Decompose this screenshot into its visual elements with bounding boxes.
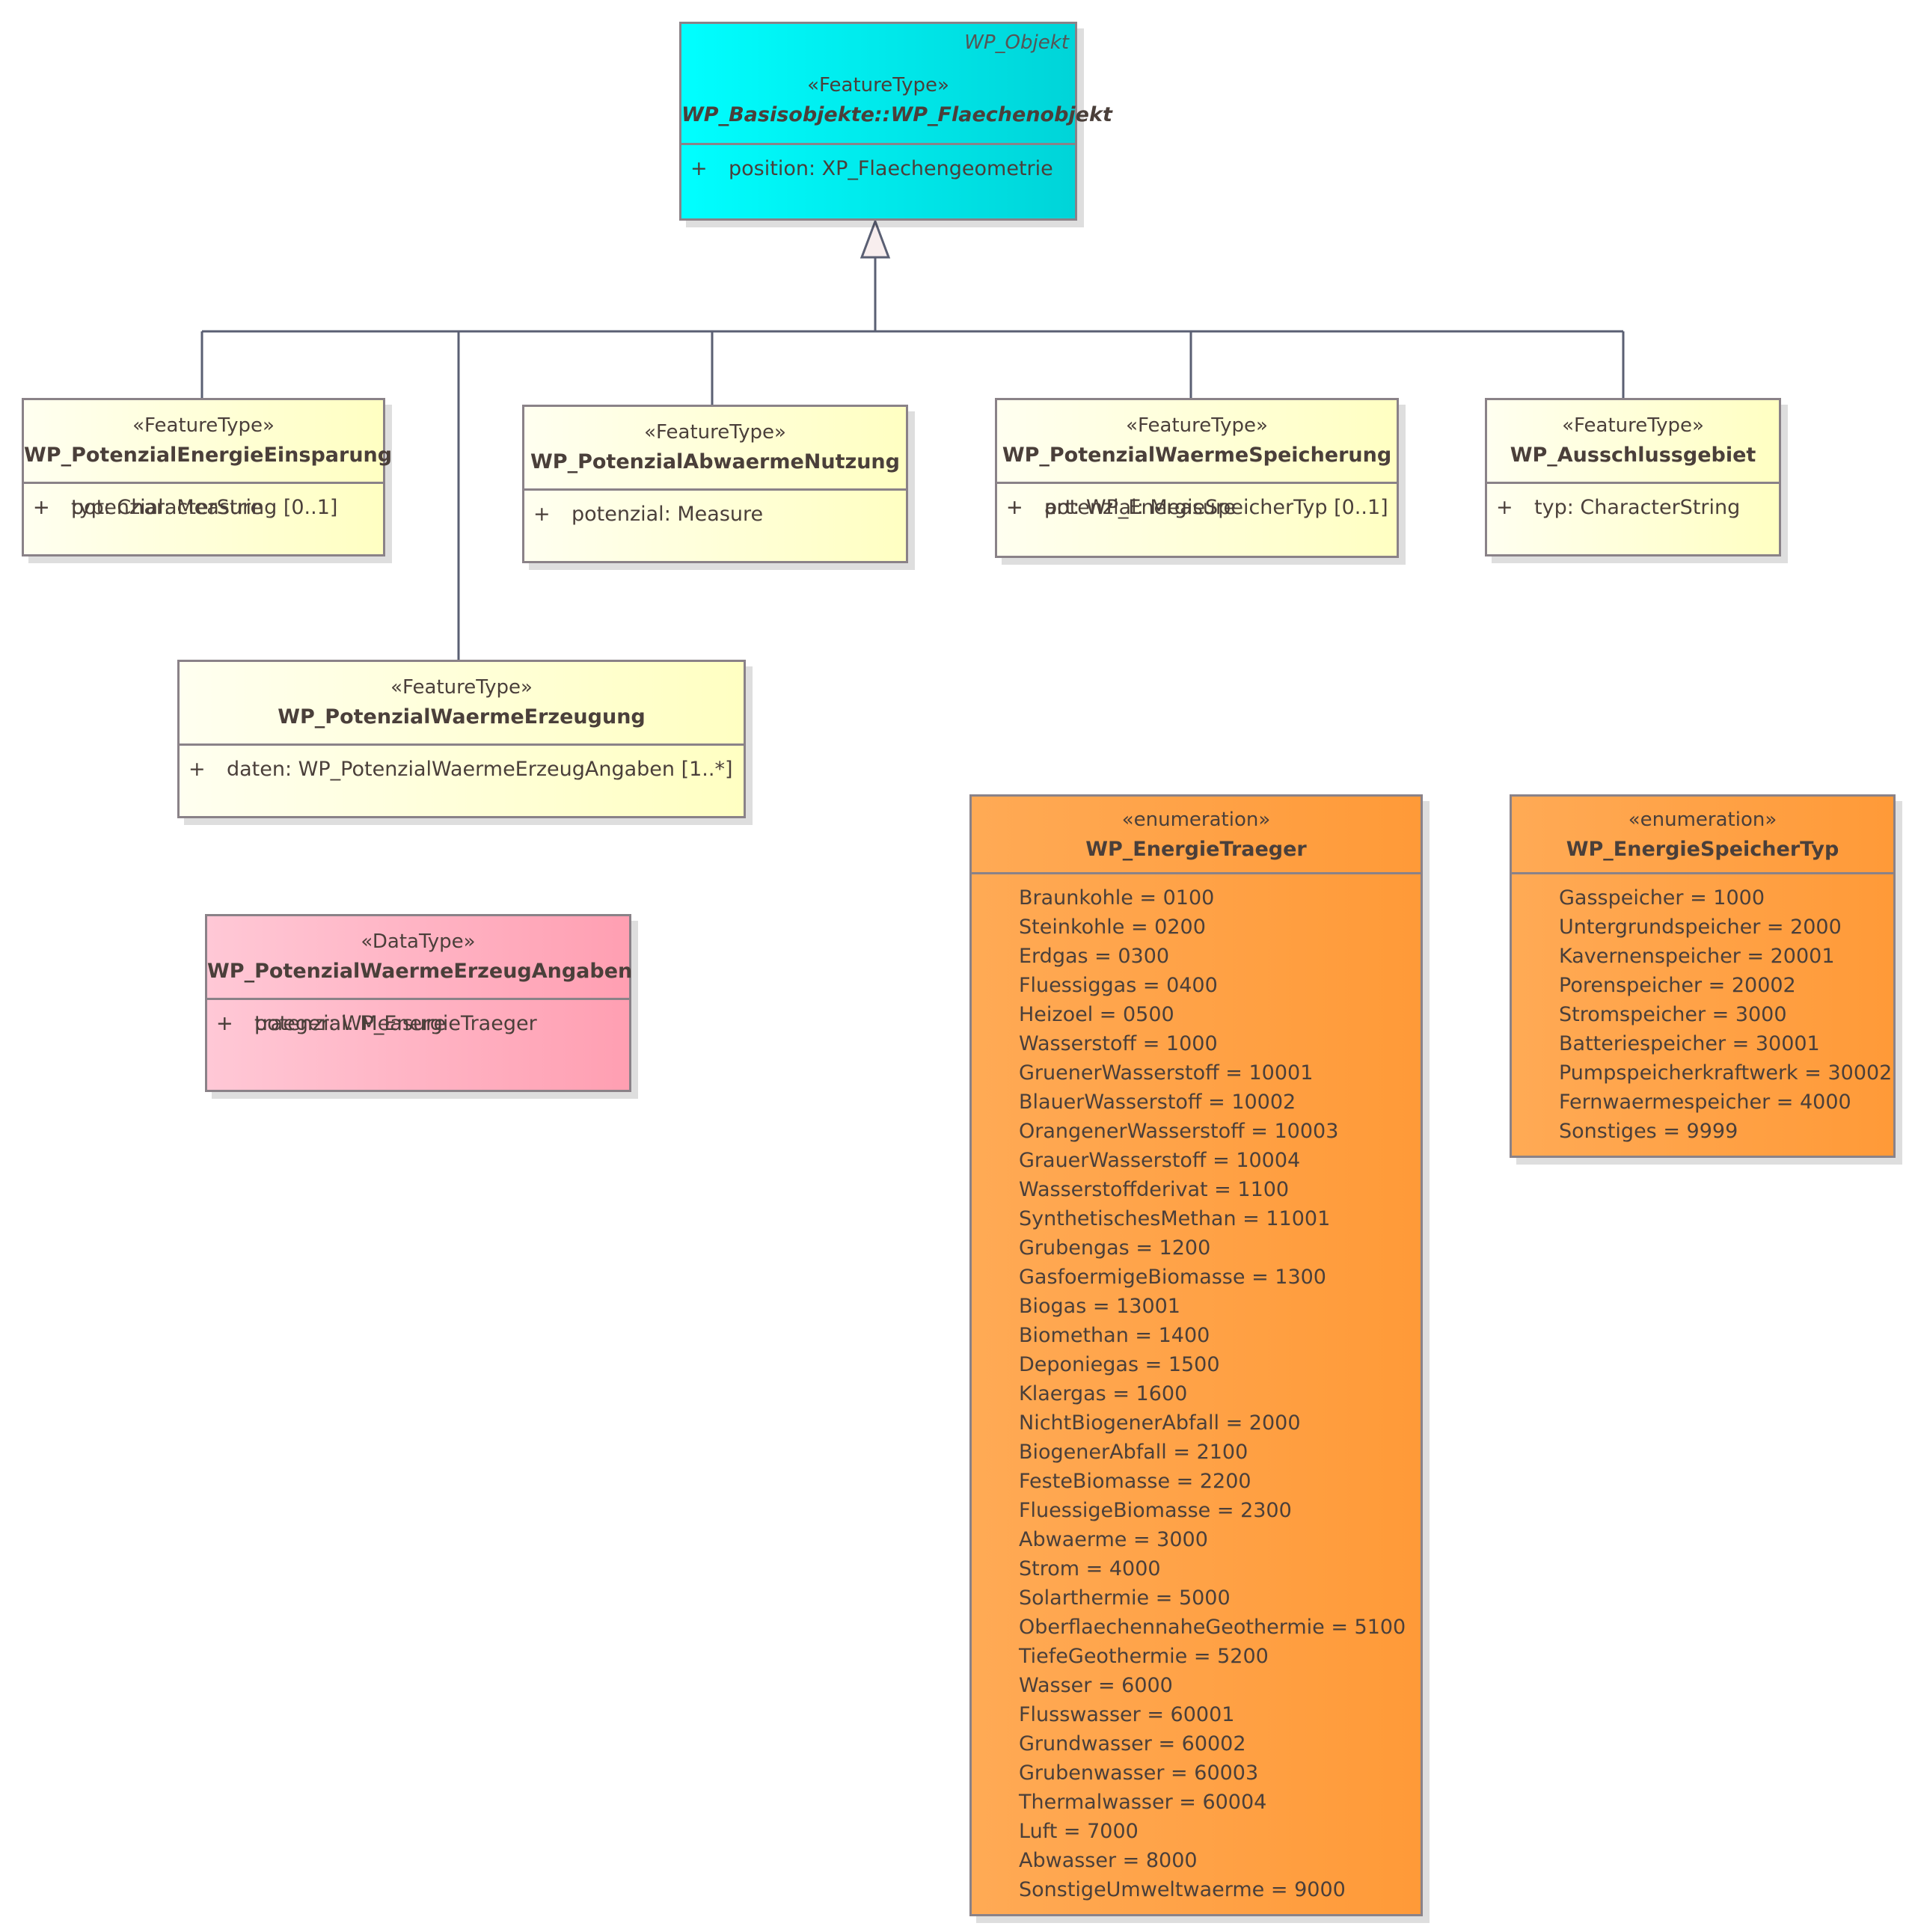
enum-literal: Wasserstoff = 1000 — [1019, 1032, 1218, 1055]
class-attributes: +traeger: WP_EnergieTraeger +potenzial: … — [216, 1012, 537, 1035]
enum-literal: Biomethan = 1400 — [1019, 1324, 1210, 1347]
class-wp-ausschlussgebiet[interactable]: «FeatureType» WP_Ausschlussgebiet +typ: … — [1485, 398, 1781, 556]
enum-literal: Batteriespeicher = 30001 — [1559, 1032, 1820, 1055]
class-wp-potenzial-waerme-erzeugung[interactable]: «FeatureType» WP_PotenzialWaermeErzeugun… — [177, 660, 746, 818]
enum-wp-energie-speicher-typ[interactable]: «enumeration» WP_EnergieSpeicherTyp Gass… — [1510, 794, 1896, 1158]
class-stereotype: «FeatureType» — [1562, 414, 1704, 437]
enum-literal: Porenspeicher = 20002 — [1559, 974, 1796, 997]
enum-literal: Luft = 7000 — [1019, 1820, 1139, 1843]
enum-literal: Solarthermie = 5000 — [1019, 1586, 1231, 1610]
class-name: WP_PotenzialEnergieEinsparung — [24, 444, 393, 467]
enum-literal: Grubengas = 1200 — [1019, 1236, 1211, 1260]
enum-literal: FesteBiomasse = 2200 — [1019, 1470, 1251, 1493]
enum-stereotype: «enumeration» — [1121, 809, 1271, 831]
enum-literal: Wasser = 6000 — [1019, 1674, 1173, 1697]
enum-literal: Grubenwasser = 60003 — [1019, 1761, 1259, 1785]
enum-literal: Abwasser = 8000 — [1019, 1849, 1198, 1872]
enum-literal: NichtBiogenerAbfall = 2000 — [1019, 1411, 1301, 1435]
enum-literal: Klaergas = 1600 — [1019, 1382, 1188, 1405]
enum-literal: Strom = 4000 — [1019, 1557, 1161, 1580]
enum-literal: GruenerWasserstoff = 10001 — [1019, 1061, 1314, 1085]
enum-stereotype: «enumeration» — [1628, 809, 1777, 831]
enum-literal: Biogas = 13001 — [1019, 1295, 1180, 1318]
class-name: WP_Ausschlussgebiet — [1510, 444, 1756, 467]
class-wp-potenzial-energie-einsparung[interactable]: «FeatureType» WP_PotenzialEnergieEinspar… — [22, 398, 393, 556]
enum-literal: Abwaerme = 3000 — [1019, 1528, 1208, 1551]
class-stereotype: «FeatureType» — [132, 414, 275, 437]
enum-literal: FluessigeBiomasse = 2300 — [1019, 1499, 1292, 1522]
class-name: WP_PotenzialAbwaermeNutzung — [530, 450, 900, 473]
enum-name: WP_EnergieTraeger — [1085, 838, 1307, 861]
class-wp-potenzial-abwaerme-nutzung[interactable]: «FeatureType» WP_PotenzialAbwaermeNutzun… — [522, 405, 908, 563]
class-attributes: +potenzial: Measure — [533, 503, 764, 526]
class-wp-flaechenobjekt[interactable]: WP_Objekt «FeatureType» WP_Basisobjekte:… — [679, 22, 1112, 221]
class-name: WP_PotenzialWaermeSpeicherung — [1002, 444, 1392, 467]
enum-literal: Grundwasser = 60002 — [1019, 1732, 1246, 1755]
class-stereotype: «DataType» — [361, 930, 476, 953]
enum-literal: Braunkohle = 0100 — [1019, 886, 1215, 910]
class-stereotype: «FeatureType» — [1126, 414, 1268, 437]
class-stereotype: «FeatureType» — [807, 74, 949, 96]
class-stereotype: «FeatureType» — [390, 676, 533, 699]
class-attributes: +potenzial: Measure +typ: CharacterStrin… — [33, 496, 338, 519]
class-attributes: +daten: WP_PotenzialWaermeErzeugAngaben … — [189, 758, 733, 781]
enum-literal: Pumpspeicherkraftwerk = 30002 — [1559, 1061, 1893, 1085]
enum-literal: OrangenerWasserstoff = 10003 — [1019, 1120, 1339, 1143]
class-attributes: +typ: CharacterString — [1496, 496, 1741, 519]
class-name: WP_PotenzialWaermeErzeugung — [278, 705, 646, 729]
class-attributes: +potenzial: Measure +art: WP_EnergieSpei… — [1006, 496, 1388, 519]
datatype-wp-potenzial-waerme-erzeug-angaben[interactable]: «DataType» WP_PotenzialWaermeErzeugAngab… — [205, 914, 633, 1092]
enum-literal: OberflaechennaheGeothermie = 5100 — [1019, 1616, 1406, 1639]
enum-literal: SynthetischesMethan = 11001 — [1019, 1207, 1331, 1230]
enum-literal: Gasspeicher = 1000 — [1559, 886, 1765, 910]
enum-wp-energie-traeger[interactable]: «enumeration» WP_EnergieTraeger Braunkoh… — [969, 794, 1423, 1916]
enum-literal: Stromspeicher = 3000 — [1559, 1003, 1787, 1026]
enum-literal: GasfoermigeBiomasse = 1300 — [1019, 1266, 1326, 1289]
enum-literal: Wasserstoffderivat = 1100 — [1019, 1178, 1290, 1201]
class-stereotype: «FeatureType» — [644, 421, 786, 444]
class-attributes: +position: XP_Flaechengeometrie — [690, 157, 1053, 180]
enum-literal: Erdgas = 0300 — [1019, 945, 1170, 968]
enum-literal: Fluessiggas = 0400 — [1019, 974, 1218, 997]
class-name: WP_Basisobjekte::WP_Flaechenobjekt — [681, 103, 1112, 126]
enum-literal: Steinkohle = 0200 — [1019, 916, 1206, 939]
enum-literal: Flusswasser = 60001 — [1019, 1703, 1235, 1726]
generalization-arrowhead — [860, 218, 891, 259]
enum-literal: GrauerWasserstoff = 10004 — [1019, 1149, 1301, 1172]
class-wp-potenzial-waerme-speicherung[interactable]: «FeatureType» WP_PotenzialWaermeSpeicher… — [995, 398, 1399, 558]
enum-literal: Untergrundspeicher = 2000 — [1559, 916, 1842, 939]
enum-literal: BlauerWasserstoff = 10002 — [1019, 1091, 1296, 1114]
enum-literal: Fernwaermespeicher = 4000 — [1559, 1091, 1851, 1114]
enum-literal: BiogenerAbfall = 2100 — [1019, 1441, 1248, 1464]
class-name: WP_PotenzialWaermeErzeugAngaben — [207, 960, 633, 983]
parent-class-label: WP_Objekt — [964, 31, 1069, 54]
enum-name: WP_EnergieSpeicherTyp — [1566, 838, 1839, 861]
enum-literal: Kavernenspeicher = 20001 — [1559, 945, 1835, 968]
enum-literal: TiefeGeothermie = 5200 — [1019, 1645, 1269, 1668]
enum-literal: Thermalwasser = 60004 — [1019, 1791, 1267, 1814]
enum-literal: Deponiegas = 1500 — [1019, 1353, 1220, 1376]
enum-literal: Heizoel = 0500 — [1019, 1003, 1174, 1026]
enum-literal: SonstigeUmweltwaerme = 9000 — [1019, 1878, 1346, 1901]
enum-literal: Sonstiges = 9999 — [1559, 1120, 1738, 1143]
